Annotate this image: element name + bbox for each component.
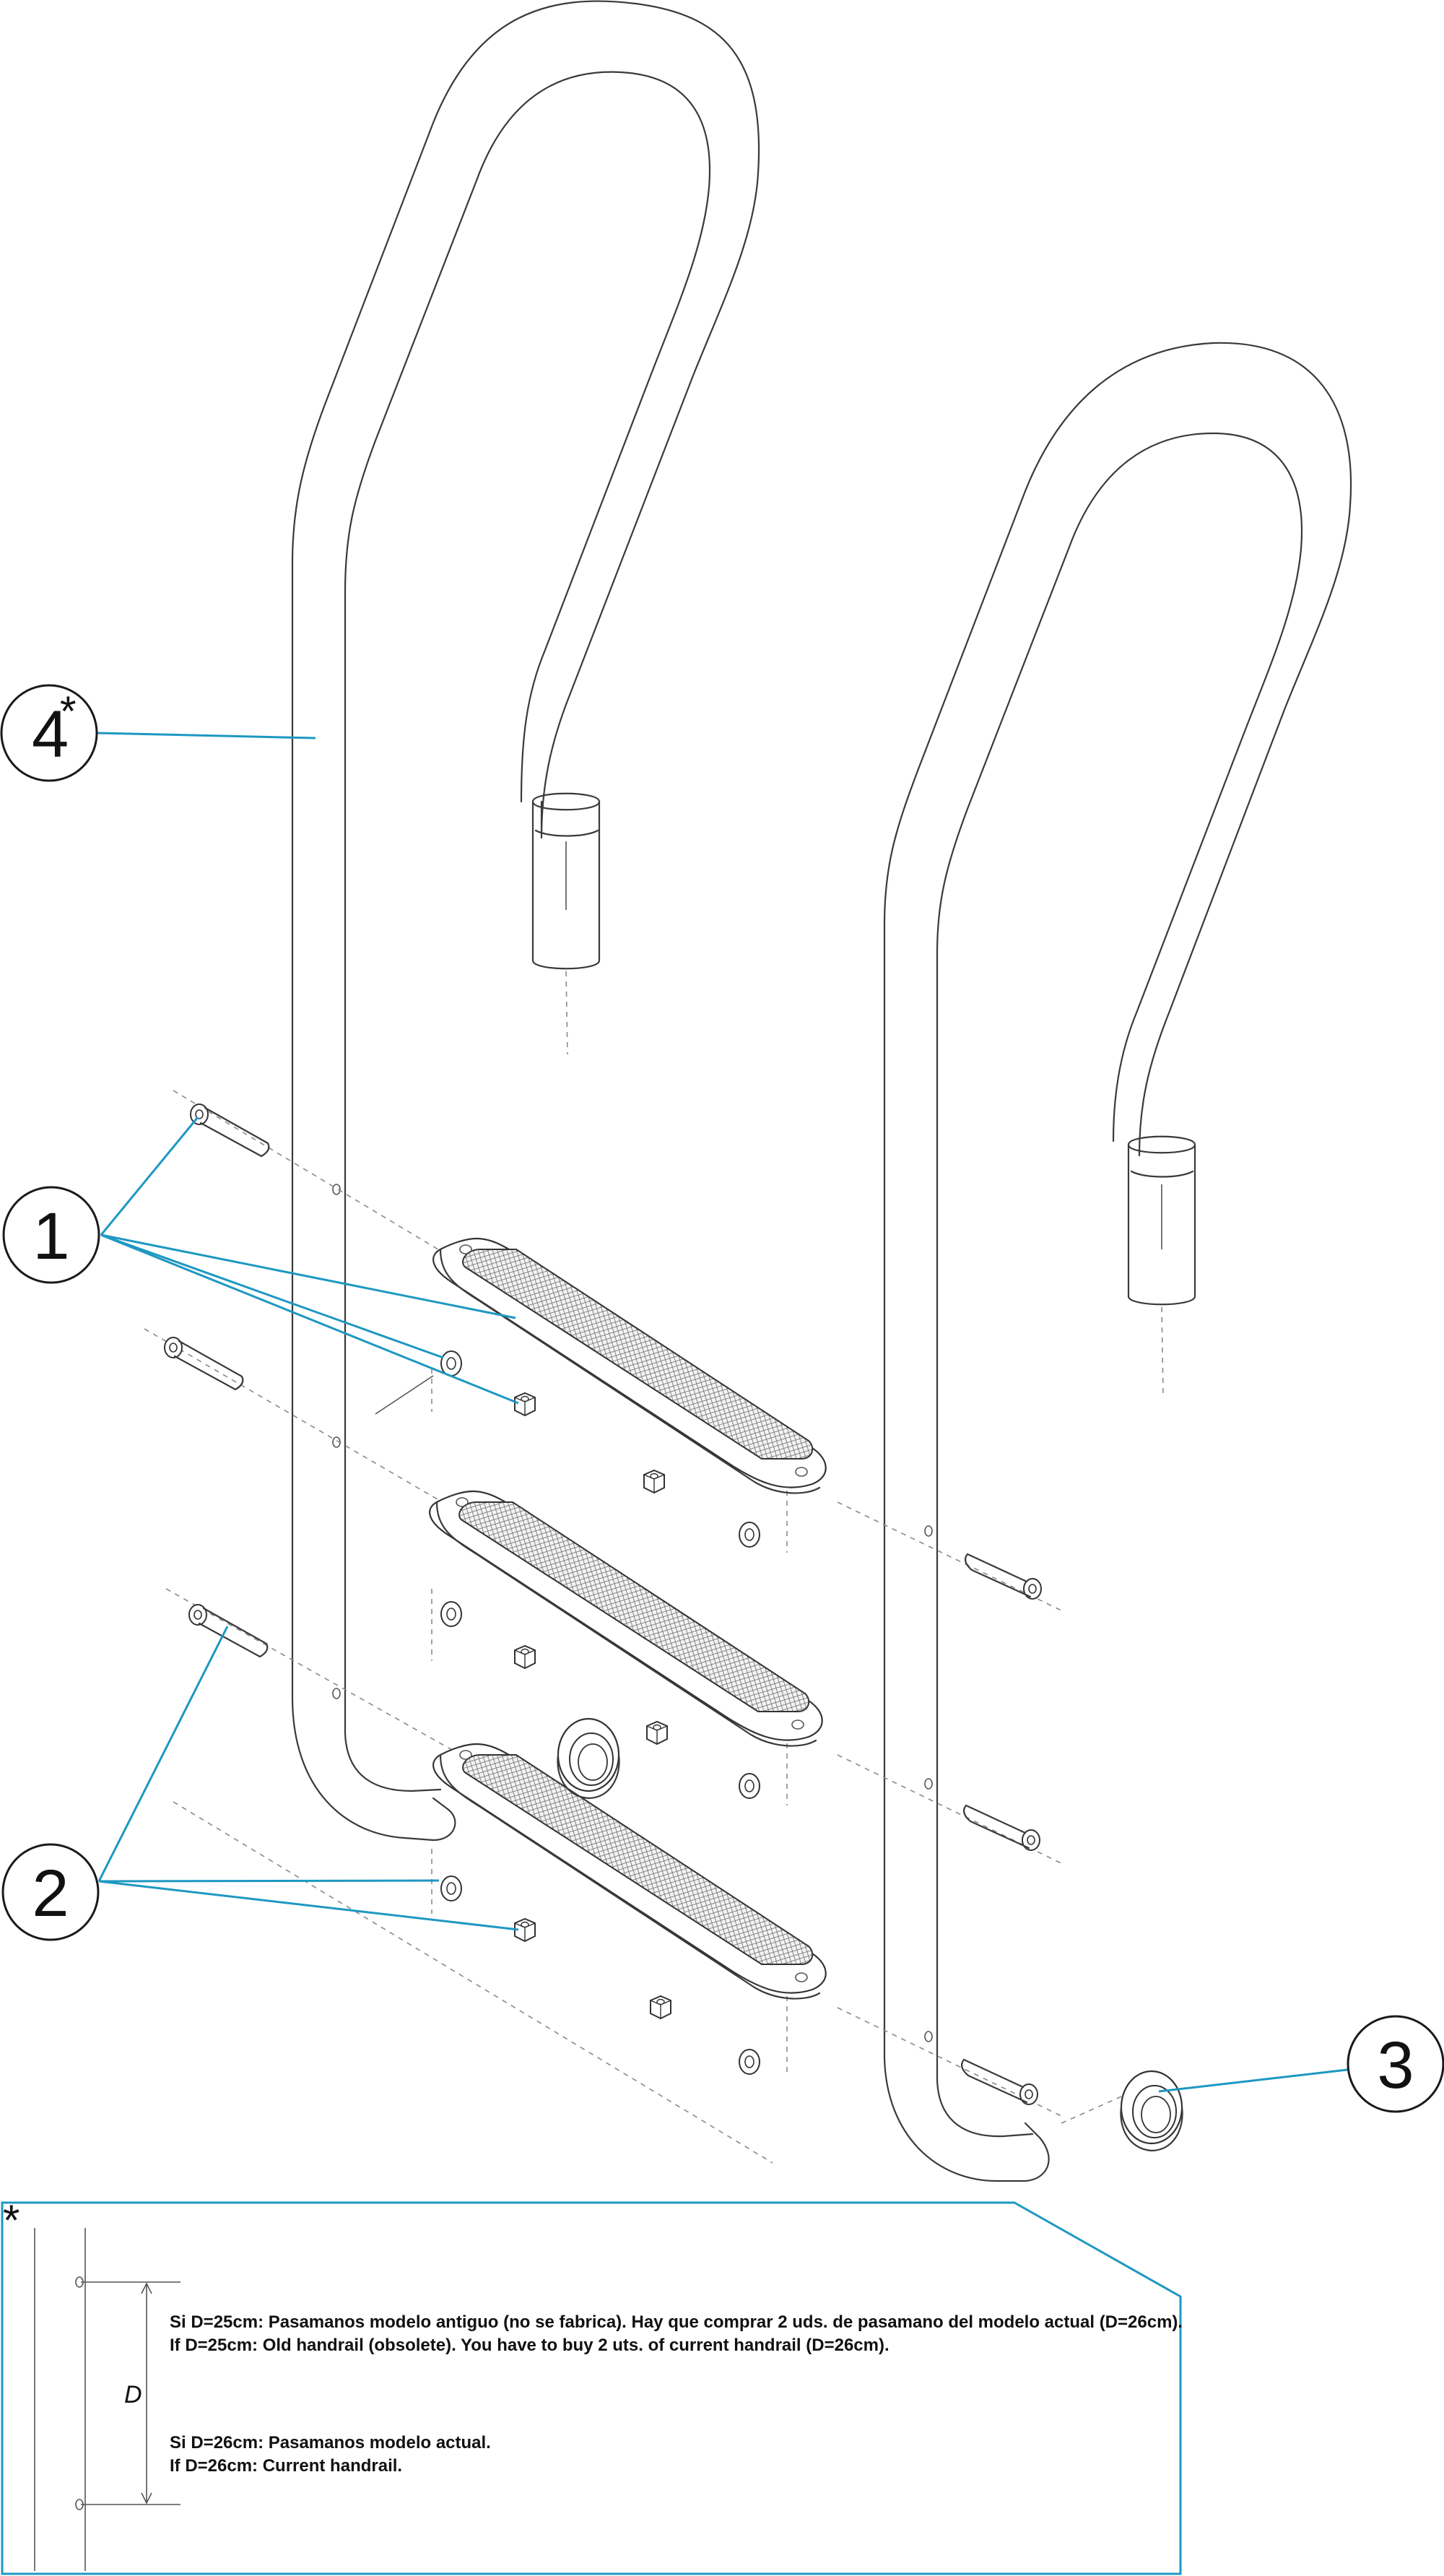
svg-text:2: 2 [32,1857,69,1930]
handrail-left [291,0,760,1842]
callout-2: 2 [1,1843,100,1941]
note-asterisk: * [3,2196,19,2245]
anchor-left [557,1717,620,1800]
svg-text:3: 3 [1377,2029,1414,2102]
step-middle [429,1490,823,1747]
nuts [514,1392,671,2019]
svg-text:1: 1 [32,1200,69,1273]
step-bottom [432,1743,827,2000]
note-box: * D Si D=25cm: Pasamanos modelo antiguo … [1,2196,1183,2575]
note-line-3: Si D=26cm: Pasamanos modelo actual. [170,2433,491,2453]
callout-4: 4 * [0,684,98,782]
svg-text:*: * [60,688,77,735]
rail-holes [332,1184,933,2042]
svg-text:4: 4 [32,698,69,771]
dimension-label: D [124,2381,142,2408]
anchor-right [1120,2070,1183,2152]
callout-1: 1 [2,1186,100,1284]
leader-lines [97,732,1348,2093]
note-line-4: If D=26cm: Current handrail. [170,2456,402,2476]
step-top [432,1237,827,1494]
callout-3: 3 [1347,2015,1444,2113]
note-line-2: If D=25cm: Old handrail (obsolete). You … [170,2336,890,2355]
washers [440,1350,760,2075]
note-line-1: Si D=25cm: Pasamanos modelo antiguo (no … [170,2312,1183,2332]
handrail-right [883,342,1352,2182]
